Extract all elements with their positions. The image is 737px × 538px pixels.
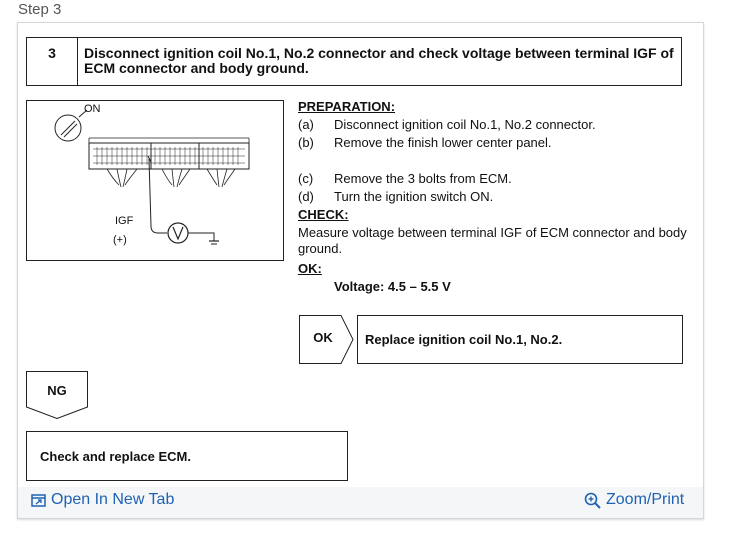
step-description: Disconnect ignition coil No.1, No.2 conn… <box>84 45 674 76</box>
prep-step-c: (c)Remove the 3 bolts from ECM. <box>298 171 512 186</box>
prep-step-a: (a)Disconnect ignition coil No.1, No.2 c… <box>298 117 596 132</box>
new-tab-icon <box>31 493 46 507</box>
open-in-new-tab-link[interactable]: Open In New Tab <box>31 491 174 509</box>
ignition-on-label: ON <box>84 103 101 115</box>
card-footer: Open In New Tab Zoom/Print <box>18 487 703 518</box>
ng-result-text: Check and replace ECM. <box>40 449 191 464</box>
polarity-label: (+) <box>113 234 127 246</box>
ok-result-box: Replace ignition coil No.1, No.2. <box>357 315 683 364</box>
terminal-igf-label: IGF <box>115 215 134 227</box>
zoom-print-link[interactable]: Zoom/Print <box>584 491 684 509</box>
zoom-print-label: Zoom/Print <box>606 491 685 508</box>
step-header: 3 Disconnect ignition coil No.1, No.2 co… <box>26 37 682 86</box>
ok-label: OK <box>313 330 333 345</box>
ecm-connector-diagram: ON IGF (+) <box>26 100 284 261</box>
check-heading: CHECK: <box>298 207 349 222</box>
prep-step-d: (d)Turn the ignition switch ON. <box>298 189 494 204</box>
step-card <box>17 22 704 519</box>
ng-flow-arrow: NG <box>26 371 88 420</box>
ok-flow-arrow: OK <box>299 315 354 364</box>
open-in-new-tab-label: Open In New Tab <box>51 491 175 508</box>
ng-result-box: Check and replace ECM. <box>26 431 348 481</box>
ok-result-text: Replace ignition coil No.1, No.2. <box>365 332 563 347</box>
check-text: Measure voltage between terminal IGF of … <box>298 225 687 256</box>
voltage-spec: Voltage: 4.5 – 5.5 V <box>334 279 451 294</box>
ng-label: NG <box>47 383 67 398</box>
preparation-heading: PREPARATION: <box>298 99 396 114</box>
prep-step-b: (b)Remove the finish lower center panel. <box>298 135 552 150</box>
ok-heading: OK: <box>298 261 322 276</box>
zoom-in-icon <box>584 492 601 509</box>
wiring-diagram-icon <box>54 109 250 245</box>
step-number: 3 <box>27 38 78 85</box>
step-title: Step 3 <box>18 1 62 18</box>
